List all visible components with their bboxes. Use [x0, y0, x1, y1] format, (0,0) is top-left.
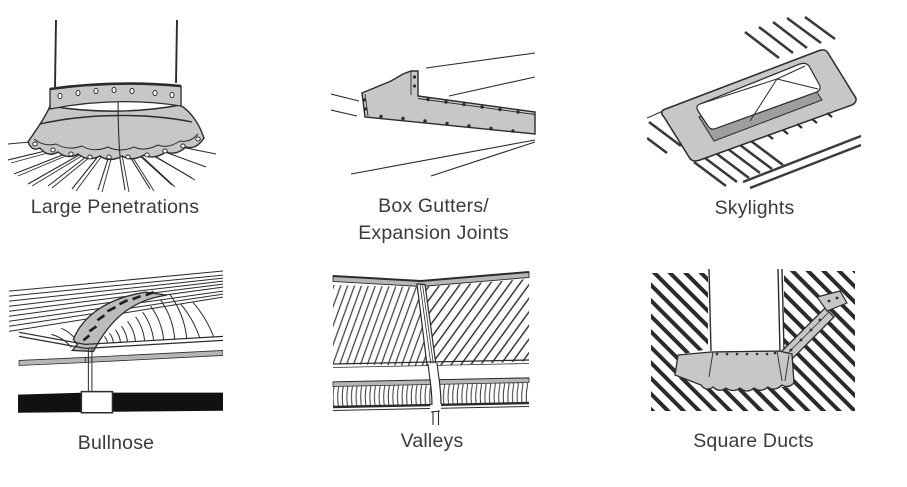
label-line: Box Gutters/	[378, 195, 489, 217]
figure-skylights: Skylights	[647, 16, 862, 246]
figure-large-penetrations: Large Penetrations	[8, 6, 222, 246]
figure-label-bullnose: Bullnose	[9, 430, 223, 457]
figure-label-skylights: Skylights	[647, 195, 862, 222]
label-line: Expansion Joints	[358, 222, 509, 244]
label-line: Square Ducts	[693, 430, 814, 452]
figure-label-square-ducts: Square Ducts	[651, 428, 856, 455]
figure-label-large-penetrations: Large Penetrations	[8, 194, 222, 221]
figure-box-gutters-expansion-joints: Box Gutters/ Expansion Joints	[331, 50, 536, 270]
square-ducts-illustration	[651, 268, 855, 411]
label-line: Skylights	[714, 197, 795, 219]
figure-square-ducts: Square Ducts	[651, 261, 856, 476]
valleys-illustration	[332, 271, 530, 425]
figure-label-box-gutters-expansion-joints: Box Gutters/ Expansion Joints	[331, 193, 536, 247]
label-line: Large Penetrations	[30, 196, 200, 218]
label-line: Bullnose	[77, 432, 155, 454]
large-penetrations-illustration	[8, 19, 217, 192]
skylights-illustration	[647, 16, 862, 190]
label-line: Valleys	[400, 430, 464, 452]
figure-valleys: Valleys	[331, 265, 533, 475]
figure-bullnose: Bullnose	[9, 261, 223, 476]
figure-label-valleys: Valleys	[331, 428, 533, 455]
box-gutters-expansion-joints-illustration	[331, 52, 536, 177]
bullnose-illustration	[9, 270, 223, 414]
